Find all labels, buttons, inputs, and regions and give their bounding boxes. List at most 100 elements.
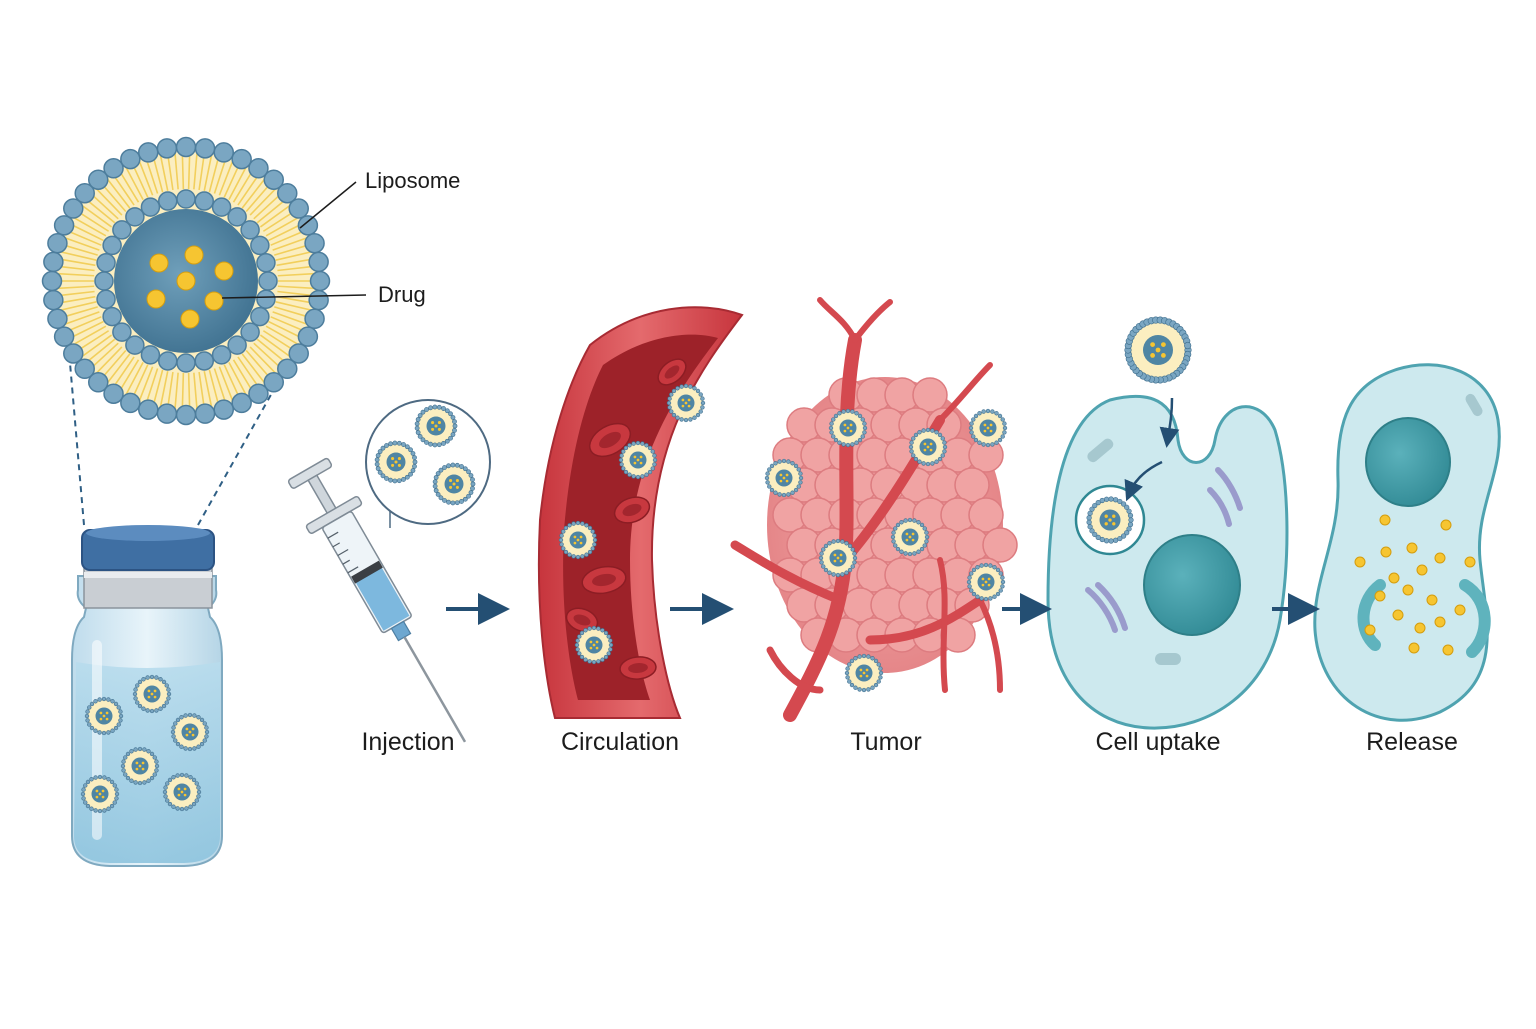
liposome-head <box>142 747 147 752</box>
release-mitochondrion-left <box>1357 579 1386 651</box>
liposome-head <box>571 521 576 526</box>
liposome-head <box>452 427 457 433</box>
stage-label-cell-uptake: Cell uptake <box>1095 728 1221 756</box>
liposome-head <box>596 626 601 631</box>
liposome-head <box>841 409 846 414</box>
liposome-head <box>692 386 697 391</box>
liposome-head <box>911 453 916 458</box>
liposome-head <box>857 437 863 443</box>
drug-molecule <box>184 245 204 265</box>
liposome-head <box>700 396 705 401</box>
lipid-tail <box>268 320 302 339</box>
lipid-tail <box>86 199 116 224</box>
liposome-head <box>179 744 184 749</box>
liposome-head <box>401 477 406 482</box>
lipid-head-outer <box>137 399 159 420</box>
lipid-head-inner <box>158 191 178 211</box>
liposome-head <box>823 543 829 549</box>
lipid-head-outer <box>277 358 298 380</box>
liposome-head <box>161 679 167 685</box>
liposome-drug <box>926 445 930 449</box>
liposome-head <box>995 567 1001 573</box>
liposome-head <box>860 434 865 439</box>
liposome-drug <box>153 689 157 693</box>
lipid-head-inner <box>176 189 196 209</box>
liposome-head <box>452 419 457 425</box>
liposome-head <box>120 763 126 769</box>
liposome-head <box>765 471 770 476</box>
liposome-head <box>417 434 423 439</box>
liposome-head <box>1089 528 1095 534</box>
liposome-head <box>175 806 180 811</box>
liposome-icon <box>80 774 120 814</box>
lipid-head-outer <box>63 198 84 219</box>
lipid-tail <box>58 272 95 277</box>
lipid-tail <box>268 223 302 242</box>
liposome-drug <box>862 671 866 675</box>
liposome-head <box>80 791 86 797</box>
liposome-head <box>85 718 90 723</box>
stage-label-injection: Injection <box>361 728 455 756</box>
liposome-drug <box>397 463 401 467</box>
liposome-head <box>899 520 904 525</box>
liposome-head <box>435 471 441 476</box>
liposome-head <box>196 794 201 799</box>
liposome-head <box>97 730 102 735</box>
lipid-tail <box>187 153 191 190</box>
liposome-head <box>866 654 871 659</box>
liposome-head <box>468 490 474 495</box>
lipid-tail <box>245 350 271 379</box>
liposome-head <box>567 552 572 557</box>
drug-particle <box>1408 642 1420 654</box>
liposome-head <box>470 485 475 491</box>
liposome-head <box>450 500 456 506</box>
liposome-drug <box>595 646 599 650</box>
drug-molecule <box>176 271 196 291</box>
liposome-head <box>110 728 115 733</box>
lipid-tail <box>259 205 291 228</box>
lipid-head-outer <box>103 383 124 404</box>
lipid-tail <box>119 170 140 203</box>
liposome-head <box>981 442 986 447</box>
liposome-head <box>166 691 172 697</box>
liposome-head <box>450 415 456 420</box>
lipid-head-inner <box>256 289 276 309</box>
lipid-tail <box>193 372 198 409</box>
liposome-drug <box>687 398 691 402</box>
liposome-head <box>184 773 189 778</box>
lipid-head-outer <box>137 142 159 163</box>
liposome-head <box>436 404 442 410</box>
liposome-head <box>603 630 609 636</box>
liposome-head <box>700 405 705 410</box>
liposome-head <box>942 449 947 454</box>
liposome-head <box>1000 575 1005 580</box>
liposome-head <box>698 409 703 414</box>
lipid-head-outer <box>53 215 75 236</box>
lipid-head-outer <box>74 358 95 380</box>
lipid-head-outer <box>213 142 235 163</box>
liposome-drug <box>135 761 139 765</box>
liposome-drug <box>397 457 401 461</box>
drug-particle <box>1464 556 1476 568</box>
liposome-head <box>675 386 680 391</box>
liposome-head <box>583 628 588 633</box>
lipid-head-outer <box>63 343 84 364</box>
liposome-head <box>990 409 995 414</box>
liposome-drug <box>983 429 987 433</box>
liposome-icon <box>890 517 930 557</box>
lipid-tail <box>276 295 313 304</box>
liposome-head <box>415 430 421 435</box>
lipid-head-outer <box>231 392 252 414</box>
liposome-drug <box>839 553 843 557</box>
liposome-icon <box>966 562 1006 602</box>
lipid-tail <box>125 361 144 395</box>
liposome-drug <box>455 485 459 489</box>
liposome-head <box>101 730 107 736</box>
liposome-head <box>89 806 94 811</box>
lipid-head-inner <box>158 351 178 371</box>
liposome-head <box>442 465 447 470</box>
liposome-head <box>924 534 930 540</box>
lipid-head-outer <box>304 232 325 254</box>
liposome-head <box>133 696 138 701</box>
liposome-drug <box>105 717 109 721</box>
